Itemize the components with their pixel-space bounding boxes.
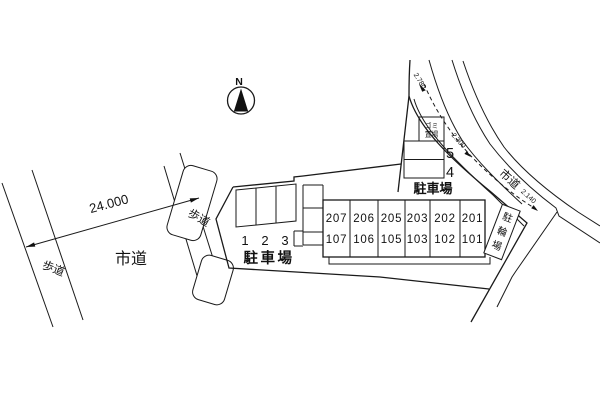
middle-sidewalk: 歩道 — [163, 152, 234, 306]
building: 207 107 206 106 205 105 203 103 202 102 … — [293, 184, 491, 265]
bicycle-label-char1: 駐 — [501, 210, 515, 226]
compass-circle — [226, 86, 256, 115]
unit-number: 103 — [407, 234, 429, 246]
bicycle-label-char2: 輪 — [495, 224, 509, 240]
curb-cut-lower — [192, 254, 234, 306]
bicycle-parking: 駐 輪 場 — [483, 203, 521, 261]
stall-number-2: 2 — [261, 233, 268, 248]
bicycle-label-char3: 場 — [490, 238, 504, 254]
north-arrow: N — [226, 76, 256, 115]
compass-needle-icon — [233, 88, 249, 112]
centerline-arrowhead-mid — [464, 150, 471, 157]
stall-number-3: 3 — [281, 233, 288, 248]
parking-main: 1 2 3 駐車場 — [235, 183, 297, 267]
road-right-edge-outer — [462, 60, 600, 227]
road-left-edge-inner — [413, 98, 525, 227]
dimension-line — [25, 197, 200, 248]
unit-number: 105 — [381, 234, 403, 246]
dimension-value: 24.000 — [88, 191, 130, 216]
stall-number-4: 4 — [446, 165, 454, 181]
dimension-arrowhead-right — [189, 198, 199, 203]
city-road-label-right: 市道 — [496, 166, 523, 192]
centerline-arrowhead-top — [419, 84, 426, 92]
building-wing-notch — [293, 230, 303, 247]
road-dim-2780: 2.780 — [412, 72, 427, 91]
parking-stalls-outline — [235, 183, 297, 228]
unit-number: 203 — [407, 213, 429, 225]
dimension-24000: 24.000 — [25, 191, 200, 248]
curb-cut-upper — [166, 164, 218, 242]
unit-number: 207 — [326, 213, 348, 225]
building-stair-wing — [302, 184, 324, 246]
branch-road-right-edge — [496, 211, 558, 308]
unit-number: 206 — [353, 213, 375, 225]
left-sidewalk-inner-line — [31, 169, 84, 321]
compass-label: N — [235, 76, 243, 88]
unit-number: 202 — [434, 213, 456, 225]
unit-number: 106 — [353, 234, 375, 246]
city-road-label-left: 市道 — [115, 250, 147, 268]
dimension-arrowhead-left — [26, 242, 36, 247]
unit-number: 107 — [326, 234, 348, 246]
bicycle-parking-box — [483, 203, 521, 261]
trash-area-label-line1: ゴミ — [425, 121, 439, 130]
road-centerline-dashed — [423, 83, 537, 210]
boundary-south-line — [215, 186, 490, 290]
parking-label-main: 駐車場 — [244, 249, 295, 267]
building-lower-band — [328, 257, 491, 265]
stall-number-1: 1 — [241, 233, 248, 248]
building-outline — [322, 199, 486, 258]
boundary-north-line — [232, 163, 402, 188]
centerline-arrowhead-bottom — [531, 205, 538, 211]
unit-number: 201 — [462, 213, 484, 225]
unit-number: 102 — [434, 234, 456, 246]
unit-number: 101 — [462, 234, 484, 246]
trash-area-label-line2: 置場 — [425, 130, 439, 139]
road-right-edge-inner — [451, 59, 600, 244]
unit-number: 205 — [381, 213, 403, 225]
left-sidewalk-outer-line — [1, 182, 54, 328]
parking-label-upper: 駐車場 — [413, 181, 452, 196]
